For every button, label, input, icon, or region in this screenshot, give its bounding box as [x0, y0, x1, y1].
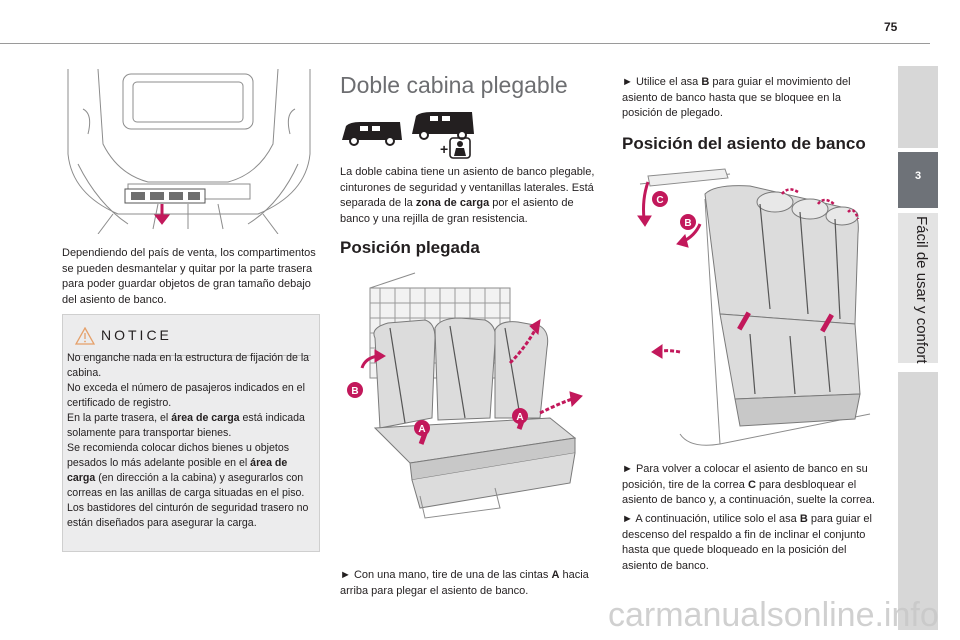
- notice-text: está indicada solamente para transportar…: [67, 412, 305, 439]
- step-text: ► Para volver a colocar el asiento de ba…: [622, 463, 868, 491]
- folded-seat-illustration: B A A: [347, 272, 583, 519]
- notice-text: No exceda el número de pasajeros indicad…: [67, 382, 305, 409]
- bench-seat-illustration: C B: [637, 168, 871, 446]
- section-heading: Doble cabina plegable: [340, 72, 568, 98]
- intro-text: La doble cabina tiene un asiento de banc…: [340, 166, 595, 209]
- chapter-title: Fácil de usar y confort: [913, 216, 930, 364]
- chapter-tab-active: 3: [898, 152, 938, 208]
- notice-bold-term: área de carga: [171, 412, 240, 424]
- step-text: ► Utilice el asa: [622, 76, 702, 88]
- notice-text: (en dirección a la cabina) y asegurarlos…: [67, 472, 305, 499]
- folded-step: ► Con una mano, tire de una de las cinta…: [340, 568, 602, 599]
- notice-line-4: Se recomienda colocar dichos bienes u ob…: [67, 441, 311, 501]
- bench-step-1: ► Para volver a colocar el asiento de ba…: [622, 462, 884, 509]
- label-b-marker: B: [347, 382, 363, 398]
- notice-header: NOTICE: [73, 325, 313, 356]
- step-bold-term: B: [701, 76, 710, 88]
- subheading-bench-position: Posición del asiento de banco: [622, 134, 866, 153]
- step-bold-term: A: [551, 569, 560, 581]
- label-a-marker: A: [414, 420, 430, 436]
- notice-line-1: No enganche nada en la estructura de fij…: [67, 351, 311, 381]
- warning-triangle-icon: [75, 327, 95, 345]
- notice-title: NOTICE: [101, 327, 172, 343]
- subheading-folded: Posición plegada: [340, 238, 480, 257]
- step-text: hacia arriba para plegar el asiento de b…: [340, 569, 589, 597]
- label-b: B: [684, 218, 691, 229]
- chapter-tab-title-bg: [898, 213, 938, 363]
- label-a-marker: A: [512, 408, 528, 424]
- notice-box: NOTICE No enganche nada en la estructura…: [62, 314, 320, 552]
- label-a: A: [516, 412, 523, 423]
- van-icon: [412, 112, 474, 140]
- notice-text: Los bastidores del cinturón de seguridad…: [67, 502, 309, 529]
- van-icon: [342, 122, 402, 146]
- step-text: para guiar el movimiento del asiento de …: [622, 76, 851, 119]
- notice-divider: [73, 355, 311, 356]
- cargo-paragraph: Dependiendo del país de venta, los compa…: [62, 247, 316, 306]
- header-rule: [0, 43, 930, 44]
- intro-bold-term: zona de carga: [415, 197, 490, 209]
- page-number: 75: [884, 20, 898, 34]
- notice-line-5: Los bastidores del cinturón de seguridad…: [67, 501, 311, 531]
- notice-text: No enganche nada en la estructura de fij…: [67, 352, 310, 379]
- child-seat-icon: [449, 137, 471, 159]
- intro-text: por el asiento de banco y una rejilla de…: [340, 197, 574, 225]
- step-bold-term: C: [747, 478, 756, 491]
- step-bold-term: B: [799, 513, 808, 525]
- chapter-tab-inactive: [898, 372, 938, 630]
- plus-sign: +: [440, 141, 448, 157]
- watermark: carmanualsonline.info: [608, 596, 939, 634]
- label-c: C: [656, 195, 663, 206]
- guide-step: ► Utilice el asa B para guiar el movimie…: [622, 75, 884, 122]
- label-c-marker: C: [652, 191, 668, 207]
- step-text: para desbloquear el asiento de banco y, …: [622, 478, 875, 507]
- step-text: ► Con una mano, tire de una de las cinta…: [340, 569, 552, 581]
- bench-step-2: ► A continuación, utilice solo el asa B …: [622, 512, 884, 574]
- notice-line-2: No exceda el número de pasajeros indicad…: [67, 381, 311, 411]
- vehicle-icons: +: [342, 112, 474, 159]
- chapter-tab-inactive: [898, 66, 938, 148]
- intro-paragraph: La doble cabina tiene un asiento de banc…: [340, 165, 602, 227]
- chapter-number: 3: [914, 170, 922, 182]
- notice-bold-term: área de carga: [67, 457, 288, 484]
- notice-text: En la parte trasera, el: [67, 412, 172, 424]
- cargo-compartment-illustration: [67, 68, 311, 234]
- notice-text: Se recomienda colocar dichos bienes u ob…: [67, 442, 290, 469]
- step-text: para guiar el descenso del respaldo a fi…: [622, 513, 872, 572]
- notice-line-3: En la parte trasera, el área de carga es…: [67, 411, 311, 441]
- step-text: ► A continuación, utilice solo el asa: [622, 513, 800, 525]
- notice-body: No enganche nada en la estructura de fij…: [67, 351, 311, 531]
- label-a: A: [418, 424, 425, 435]
- label-b: B: [351, 386, 358, 397]
- label-b-marker: B: [680, 214, 696, 230]
